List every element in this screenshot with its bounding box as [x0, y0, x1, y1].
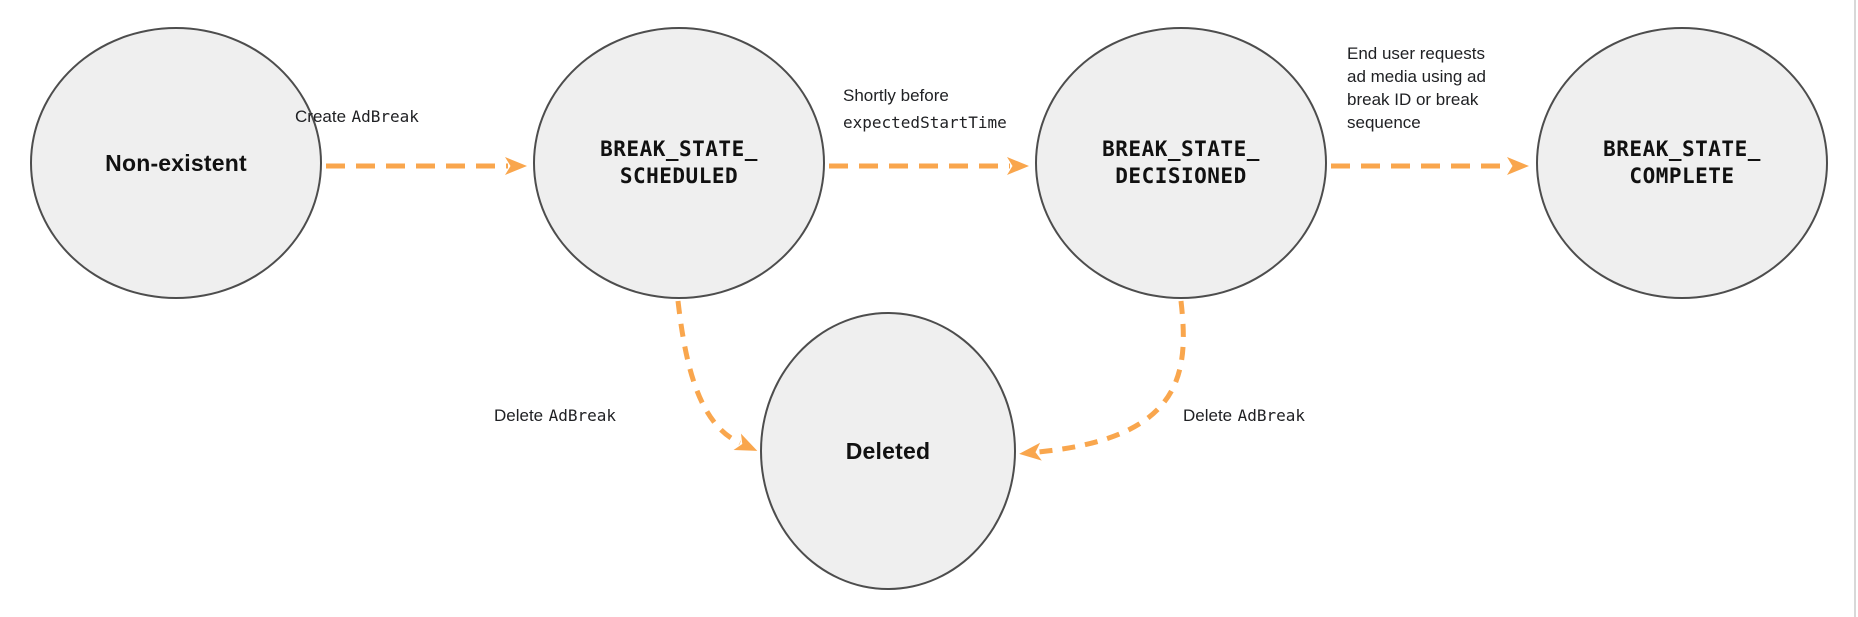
page-edge-divider [1854, 0, 1856, 617]
node-complete-label-line2: COMPLETE [1629, 164, 1735, 188]
node-scheduled-label-line2: SCHEDULED [619, 164, 739, 188]
node-break-state-decisioned: BREAK_STATE_ DECISIONED [1035, 27, 1327, 299]
node-non-existent-label: Non-existent [105, 149, 247, 176]
node-scheduled-label-line1: BREAK_STATE_ [600, 137, 758, 161]
edge-label-shortly-code: expectedStartTime [843, 113, 1007, 132]
arrow-delete-from-decisioned [1019, 300, 1186, 461]
edge-label-end-user-requests: End user requests ad media using ad brea… [1347, 42, 1486, 134]
edge-label-delete-right-text: Delete [1183, 406, 1233, 425]
node-complete-label-line1: BREAK_STATE_ [1603, 137, 1761, 161]
edge-label-delete-right-code: AdBreak [1237, 406, 1306, 425]
edge-label-end-user-line3: break ID or break [1347, 90, 1479, 109]
node-break-state-scheduled: BREAK_STATE_ SCHEDULED [533, 27, 825, 299]
node-decisioned-label-line1: BREAK_STATE_ [1102, 137, 1260, 161]
node-deleted: Deleted [760, 312, 1016, 590]
node-decisioned-label-line2: DECISIONED [1115, 164, 1247, 188]
edge-label-end-user-line2: ad media using ad [1347, 67, 1486, 86]
node-non-existent: Non-existent [30, 27, 322, 299]
edge-label-shortly-text: Shortly before [843, 86, 949, 105]
arrow-delete-from-scheduled [675, 300, 758, 451]
edge-label-delete-left-text: Delete [494, 406, 544, 425]
edge-label-end-user-line1: End user requests [1347, 44, 1485, 63]
edge-label-create-code: AdBreak [351, 107, 419, 126]
edge-label-create-text: Create [295, 107, 347, 126]
edge-label-end-user-line4: sequence [1347, 113, 1421, 132]
edge-label-delete-left-code: AdBreak [548, 406, 617, 425]
node-break-state-complete: BREAK_STATE_ COMPLETE [1536, 27, 1828, 299]
node-deleted-label: Deleted [845, 437, 931, 464]
edge-label-shortly-before: Shortly before expectedStartTime [843, 82, 1007, 136]
